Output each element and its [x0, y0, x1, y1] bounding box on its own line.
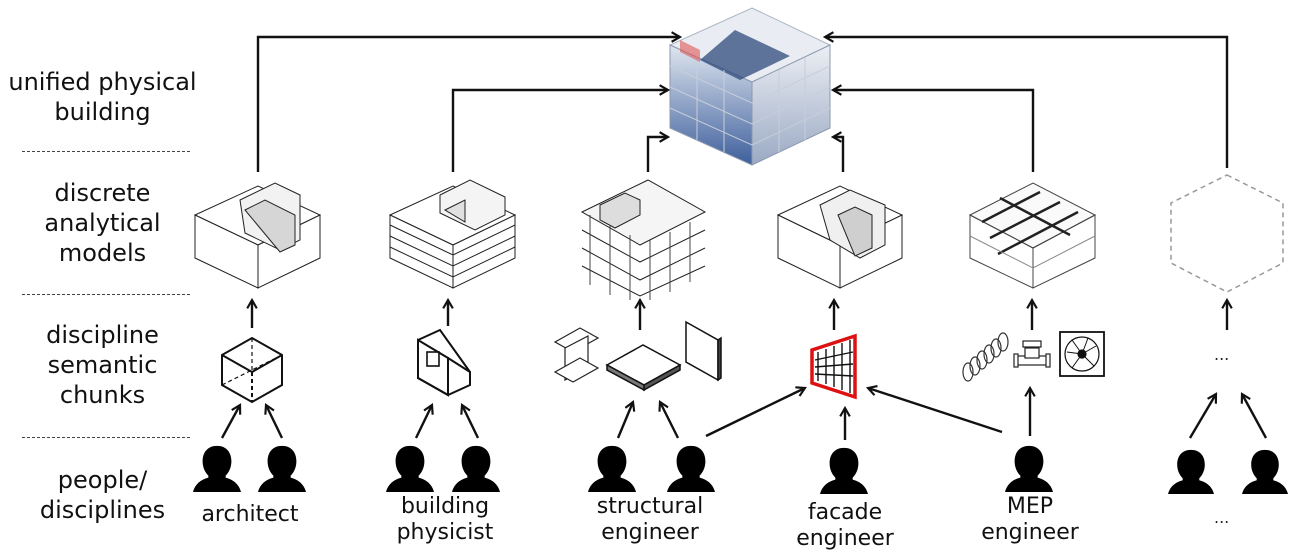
row-divider	[22, 294, 190, 295]
valve-icon	[1013, 340, 1051, 368]
person-icon	[1242, 449, 1288, 494]
row-label-line: semantic	[47, 351, 158, 379]
unified-building-model	[668, 7, 832, 166]
arrow-mep-to-facade	[865, 385, 1003, 434]
arrow-mep-to-unified	[830, 84, 1035, 172]
person-label-line: engineer	[981, 520, 1079, 545]
row-divider	[22, 151, 190, 152]
person-icon	[1168, 449, 1214, 494]
row-label-line: analytical	[44, 209, 161, 237]
person-icon	[386, 445, 434, 492]
row-label-line: building	[54, 98, 151, 126]
wall-panel-icon	[685, 320, 722, 382]
person-label-line: engineer	[601, 520, 699, 545]
row-label-unified: unified physical building	[0, 67, 205, 127]
arrow-person-to-chunk	[220, 403, 242, 439]
row-label-line: people/	[57, 466, 148, 494]
arrow-person-to-chunk	[616, 399, 636, 439]
row-label-people: people/ disciplines	[0, 465, 205, 525]
facade-model	[776, 185, 904, 289]
mep-model	[968, 182, 1097, 289]
row-label-line: discipline	[46, 321, 159, 349]
cube-chunk-icon	[221, 336, 283, 404]
label-mep-engineer: MEP engineer	[965, 494, 1095, 546]
label-structural-engineer: structural engineer	[580, 494, 720, 546]
fan-icon	[1059, 331, 1105, 377]
person-icon	[820, 447, 868, 494]
arrow-architect-to-unified	[256, 31, 683, 172]
architect-model	[193, 182, 322, 289]
row-label-line: models	[58, 239, 147, 267]
arrow-structural-to-unified	[646, 131, 671, 172]
chunk-ellipsis: ...	[1214, 345, 1230, 364]
person-icon	[452, 445, 500, 492]
person-label-line: architect	[201, 502, 299, 527]
arrow-person-to-chunk	[658, 400, 680, 439]
arrow-physicist-to-unified	[451, 84, 671, 172]
label-building-physicist: building physicist	[375, 494, 515, 546]
structural-model	[580, 179, 707, 300]
row-label-line: discrete	[54, 179, 151, 207]
row-label-chunks: discipline semantic chunks	[0, 320, 205, 410]
arrow-person-to-chunk	[414, 403, 434, 439]
arrow-person-to-chunk	[1240, 392, 1268, 439]
duct-coil-icon	[962, 332, 1009, 382]
row-label-line: disciplines	[39, 496, 166, 524]
person-icon	[667, 445, 715, 492]
person-icon	[258, 445, 306, 492]
arrow-person-to-chunk	[460, 403, 480, 439]
row-label-line: chunks	[59, 381, 146, 409]
wall-window-chunk-icon	[417, 328, 471, 397]
arrow-placeholder-to-unified	[822, 31, 1229, 168]
row-label-discrete: discrete analytical models	[0, 178, 205, 268]
facade-grid-chunk-icon	[810, 333, 857, 400]
person-label-line: facade	[807, 500, 883, 525]
steel-beam-icon	[553, 327, 600, 383]
arrow-person-to-chunk	[1188, 392, 1218, 439]
person-label-line: physicist	[396, 520, 494, 545]
person-label-line: MEP	[1006, 494, 1054, 519]
person-icon	[1005, 445, 1053, 492]
person-label-line: engineer	[796, 526, 894, 551]
arrow-structural-to-facade	[705, 386, 807, 438]
row-label-line: unified physical	[8, 68, 197, 96]
people-ellipsis: ...	[1214, 508, 1230, 527]
arrow-facade-to-unified	[830, 131, 845, 172]
placeholder-model	[1170, 174, 1284, 293]
person-icon	[193, 445, 241, 492]
floor-slab-icon	[605, 344, 682, 392]
label-architect: architect	[190, 502, 310, 528]
row-divider	[22, 437, 190, 438]
label-facade-engineer: facade engineer	[780, 500, 910, 552]
physicist-model	[388, 179, 517, 289]
person-label-line: building	[400, 494, 490, 519]
person-icon	[588, 445, 636, 492]
connector-arrows	[220, 31, 1268, 440]
person-label-line: structural	[596, 494, 704, 519]
arrow-person-to-chunk	[264, 403, 284, 439]
